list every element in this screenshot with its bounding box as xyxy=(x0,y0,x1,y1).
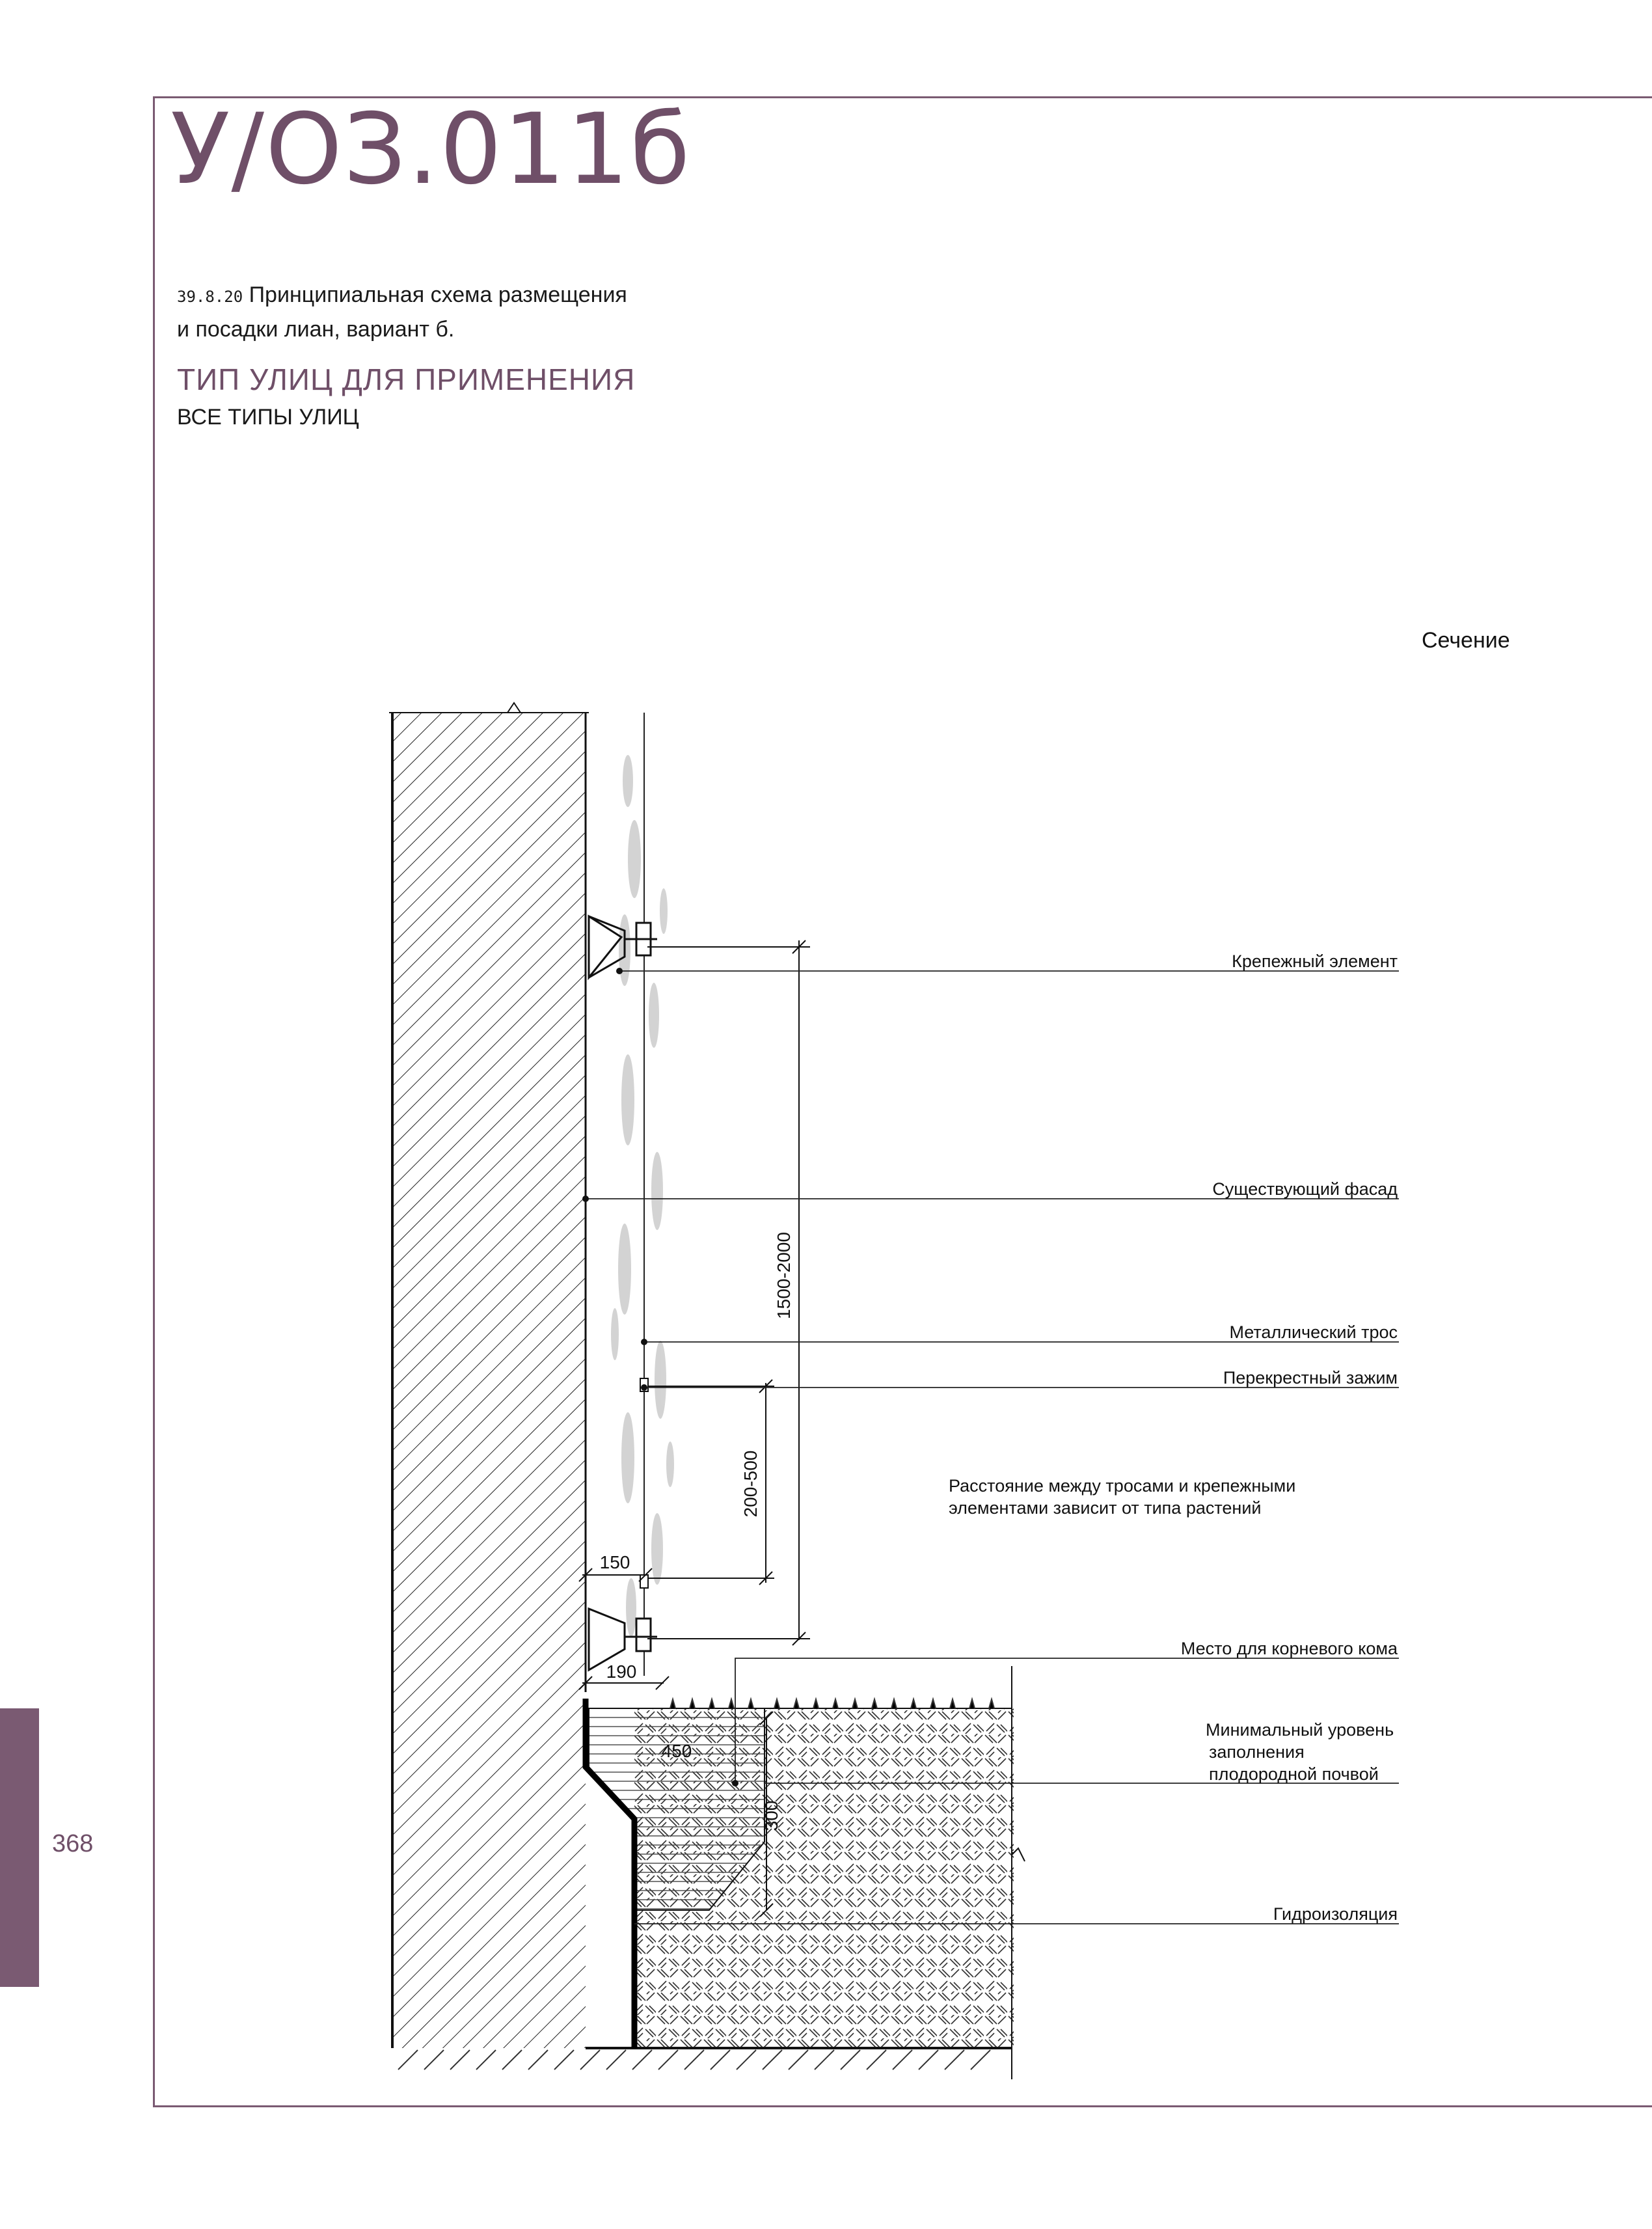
street-type-value: ВСЕ ТИПЫ УЛИЦ xyxy=(177,405,359,430)
dim-text-1500-2000: 1500-2000 xyxy=(774,1232,794,1319)
street-type-heading: ТИП УЛИЦ ДЛЯ ПРИМЕНЕНИЯ xyxy=(177,362,636,396)
dim-text-450: 450 xyxy=(662,1741,692,1761)
dimension-200-500 xyxy=(647,1379,774,1585)
label-soil-line-1: Минимальный уровень xyxy=(1206,1720,1394,1740)
caption-line-2: и посадки лиан, вариант б. xyxy=(177,317,455,342)
page-frame-bottom xyxy=(153,2105,1652,2107)
dim-text-190: 190 xyxy=(606,1661,637,1682)
dimension-150 xyxy=(578,1568,653,1582)
side-tab xyxy=(0,1708,39,1987)
figure-caption: 39.8.20 Принципиальная схема размещения … xyxy=(177,279,627,346)
note-line-2: элементами зависит от типа растений xyxy=(949,1498,1262,1518)
section-label: Сечение xyxy=(1422,628,1510,653)
dim-text-300: 300 xyxy=(761,1801,781,1831)
base-ground-hatch xyxy=(398,2049,991,2070)
label-facade: Существующий фасад xyxy=(1212,1179,1398,1199)
document-code: У/ОЗ.011б xyxy=(170,93,692,206)
page-number: 368 xyxy=(52,1830,94,1857)
dimension-190 xyxy=(578,1676,670,1690)
dimension-300 xyxy=(759,1711,774,1917)
note-line-1: Расстояние между тросами и крепежными xyxy=(949,1476,1295,1496)
dimension-1500-2000 xyxy=(647,940,810,1646)
wall-section xyxy=(389,702,589,2048)
label-waterproofing: Гидроизоляция xyxy=(1273,1904,1398,1924)
label-soil-line-3: плодородной почвой xyxy=(1209,1764,1379,1784)
caption-line-1: Принципиальная схема размещения xyxy=(249,282,627,307)
dim-text-200-500: 200-500 xyxy=(740,1451,761,1518)
page-frame-left xyxy=(153,96,155,2107)
grass-line xyxy=(670,1697,995,1709)
fastener-upper xyxy=(588,914,657,981)
page-frame-top xyxy=(153,96,1652,98)
dim-text-150: 150 xyxy=(600,1552,630,1572)
caption-number: 39.8.20 xyxy=(177,288,243,306)
leader-root-ball xyxy=(735,1658,1399,1783)
label-fastener: Крепежный элемент xyxy=(1232,951,1398,971)
label-cable: Металлический трос xyxy=(1229,1322,1398,1342)
root-ball-pit xyxy=(582,1699,1012,2048)
label-soil-line-2: заполнения xyxy=(1209,1742,1305,1762)
label-root-ball: Место для корневого кома xyxy=(1181,1639,1398,1658)
climbing-plant xyxy=(611,755,674,1637)
fastener-lower xyxy=(588,1607,657,1672)
label-clamp: Перекрестный зажим xyxy=(1223,1368,1398,1388)
